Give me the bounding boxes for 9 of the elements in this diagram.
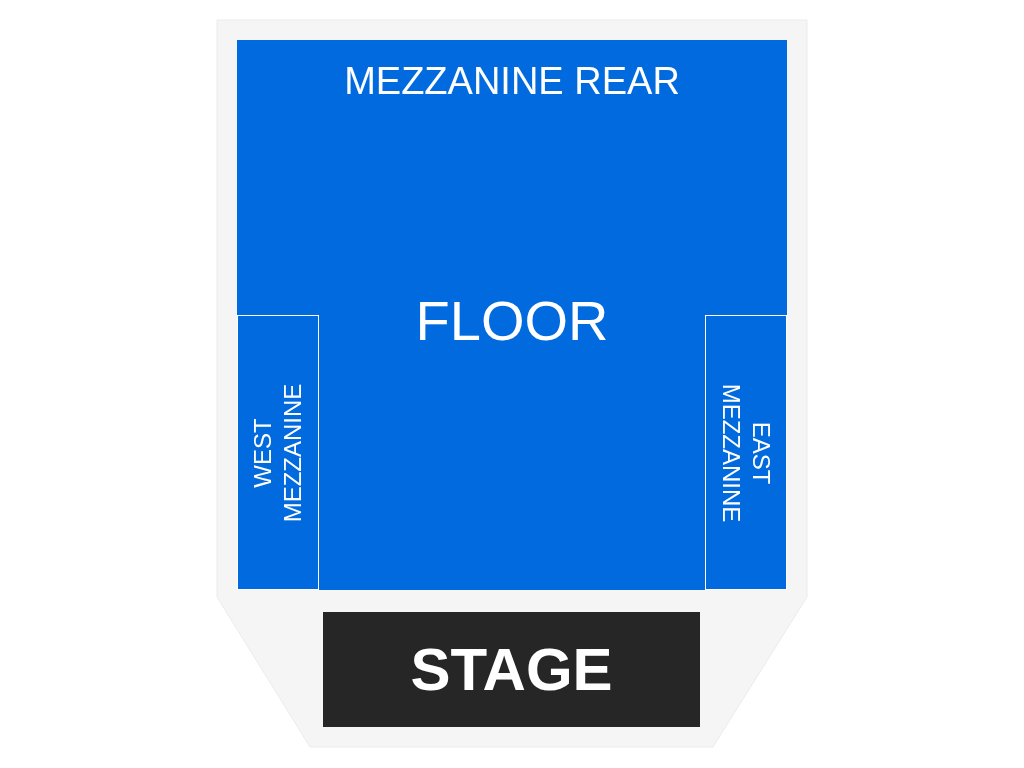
- stage-label: STAGE: [410, 635, 613, 704]
- section-label: FLOOR: [415, 289, 609, 354]
- stage: [323, 612, 700, 727]
- seating-section: [237, 40, 787, 123]
- section-label: EAST MEZZANINE: [717, 382, 776, 524]
- seating-section: [237, 315, 319, 590]
- seating-section: [705, 315, 787, 590]
- section-label: WEST MEZZANINE: [248, 382, 307, 524]
- section-label: MEZZANINE REAR: [344, 59, 680, 104]
